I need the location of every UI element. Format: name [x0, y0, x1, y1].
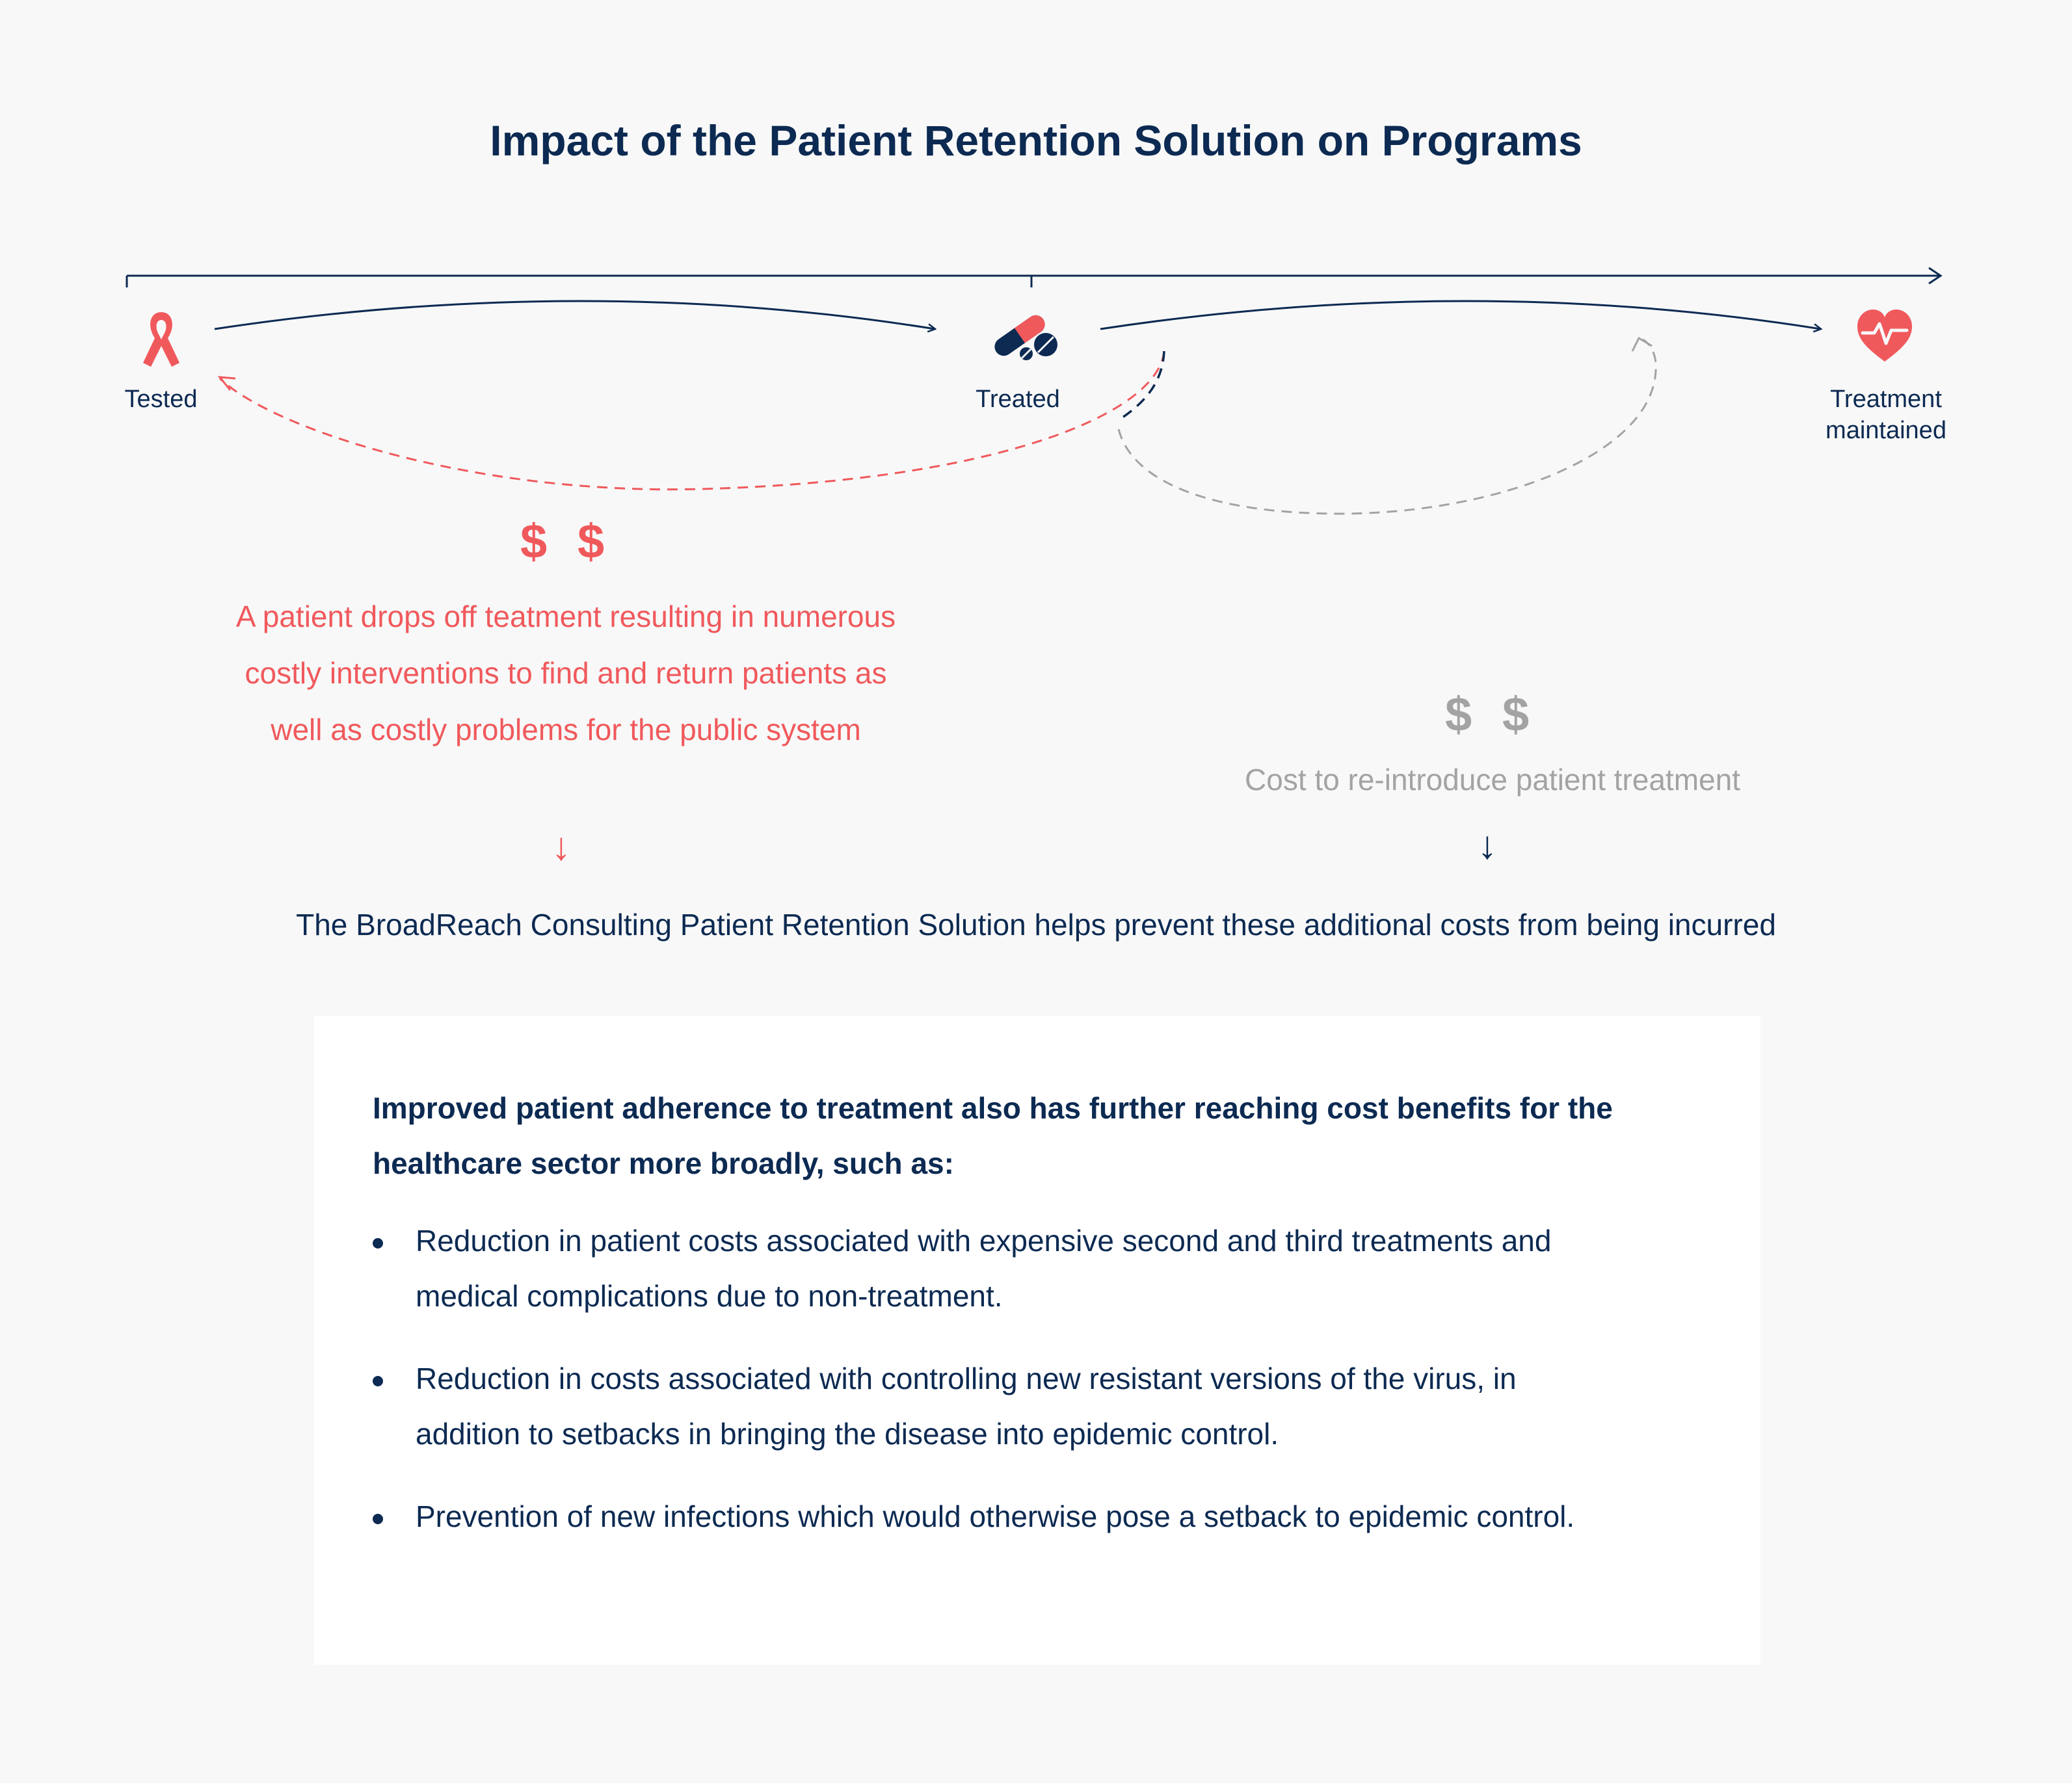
- page-title: Impact of the Patient Retention Solution…: [490, 116, 1582, 165]
- stage-label-treatment-maintained: Treatment maintained: [1826, 386, 1946, 444]
- dollar-icon: $: [520, 514, 548, 568]
- bullet-icon: [373, 1238, 383, 1248]
- arrow-dropoff-dashed: [219, 350, 1165, 491]
- dropoff-stub-navy: [1118, 350, 1165, 421]
- bullet-icon: [373, 1514, 383, 1524]
- arrow-reintroduce-dashed: [1117, 338, 1657, 515]
- stage-label-tested: Tested: [124, 386, 198, 413]
- dollar-icon: $: [1445, 687, 1472, 741]
- timeline-axis: [126, 267, 1943, 287]
- stage-label-treated: Treated: [976, 386, 1060, 413]
- arrow-tested-to-treated: [214, 300, 935, 329]
- reintroduce-arrowhead: [1631, 336, 1653, 352]
- benefits-lead: Improved patient adherence to treatment …: [373, 1091, 1613, 1180]
- arrow-down-icon: ↓: [1478, 823, 1497, 867]
- ribbon-icon: [143, 312, 179, 367]
- benefits-card: Improved patient adherence to treatment …: [314, 1016, 1760, 1665]
- solution-statement: The BroadReach Consulting Patient Retent…: [296, 908, 1776, 942]
- arrow-treated-to-maintained: [1100, 300, 1821, 329]
- dropoff-description: A patient drops off teatment resulting i…: [235, 600, 896, 746]
- list-item: Prevention of new infections which would…: [373, 1489, 1619, 1544]
- pills-icon: [994, 315, 1057, 360]
- dropoff-arrowhead: [217, 376, 236, 391]
- dollar-icon: $: [1502, 687, 1530, 741]
- list-item: Reduction in costs associated with contr…: [373, 1351, 1619, 1462]
- bullet-icon: [373, 1376, 383, 1386]
- benefits-list: Reduction in patient costs associated wi…: [373, 1213, 1702, 1544]
- reintroduce-description: Cost to re-introduce patient treatment: [1245, 763, 1740, 797]
- arrow-down-icon: ↓: [551, 825, 571, 868]
- dollar-icon: $: [578, 514, 605, 568]
- heartbeat-icon: [1857, 310, 1912, 362]
- list-item: Reduction in patient costs associated wi…: [373, 1213, 1619, 1324]
